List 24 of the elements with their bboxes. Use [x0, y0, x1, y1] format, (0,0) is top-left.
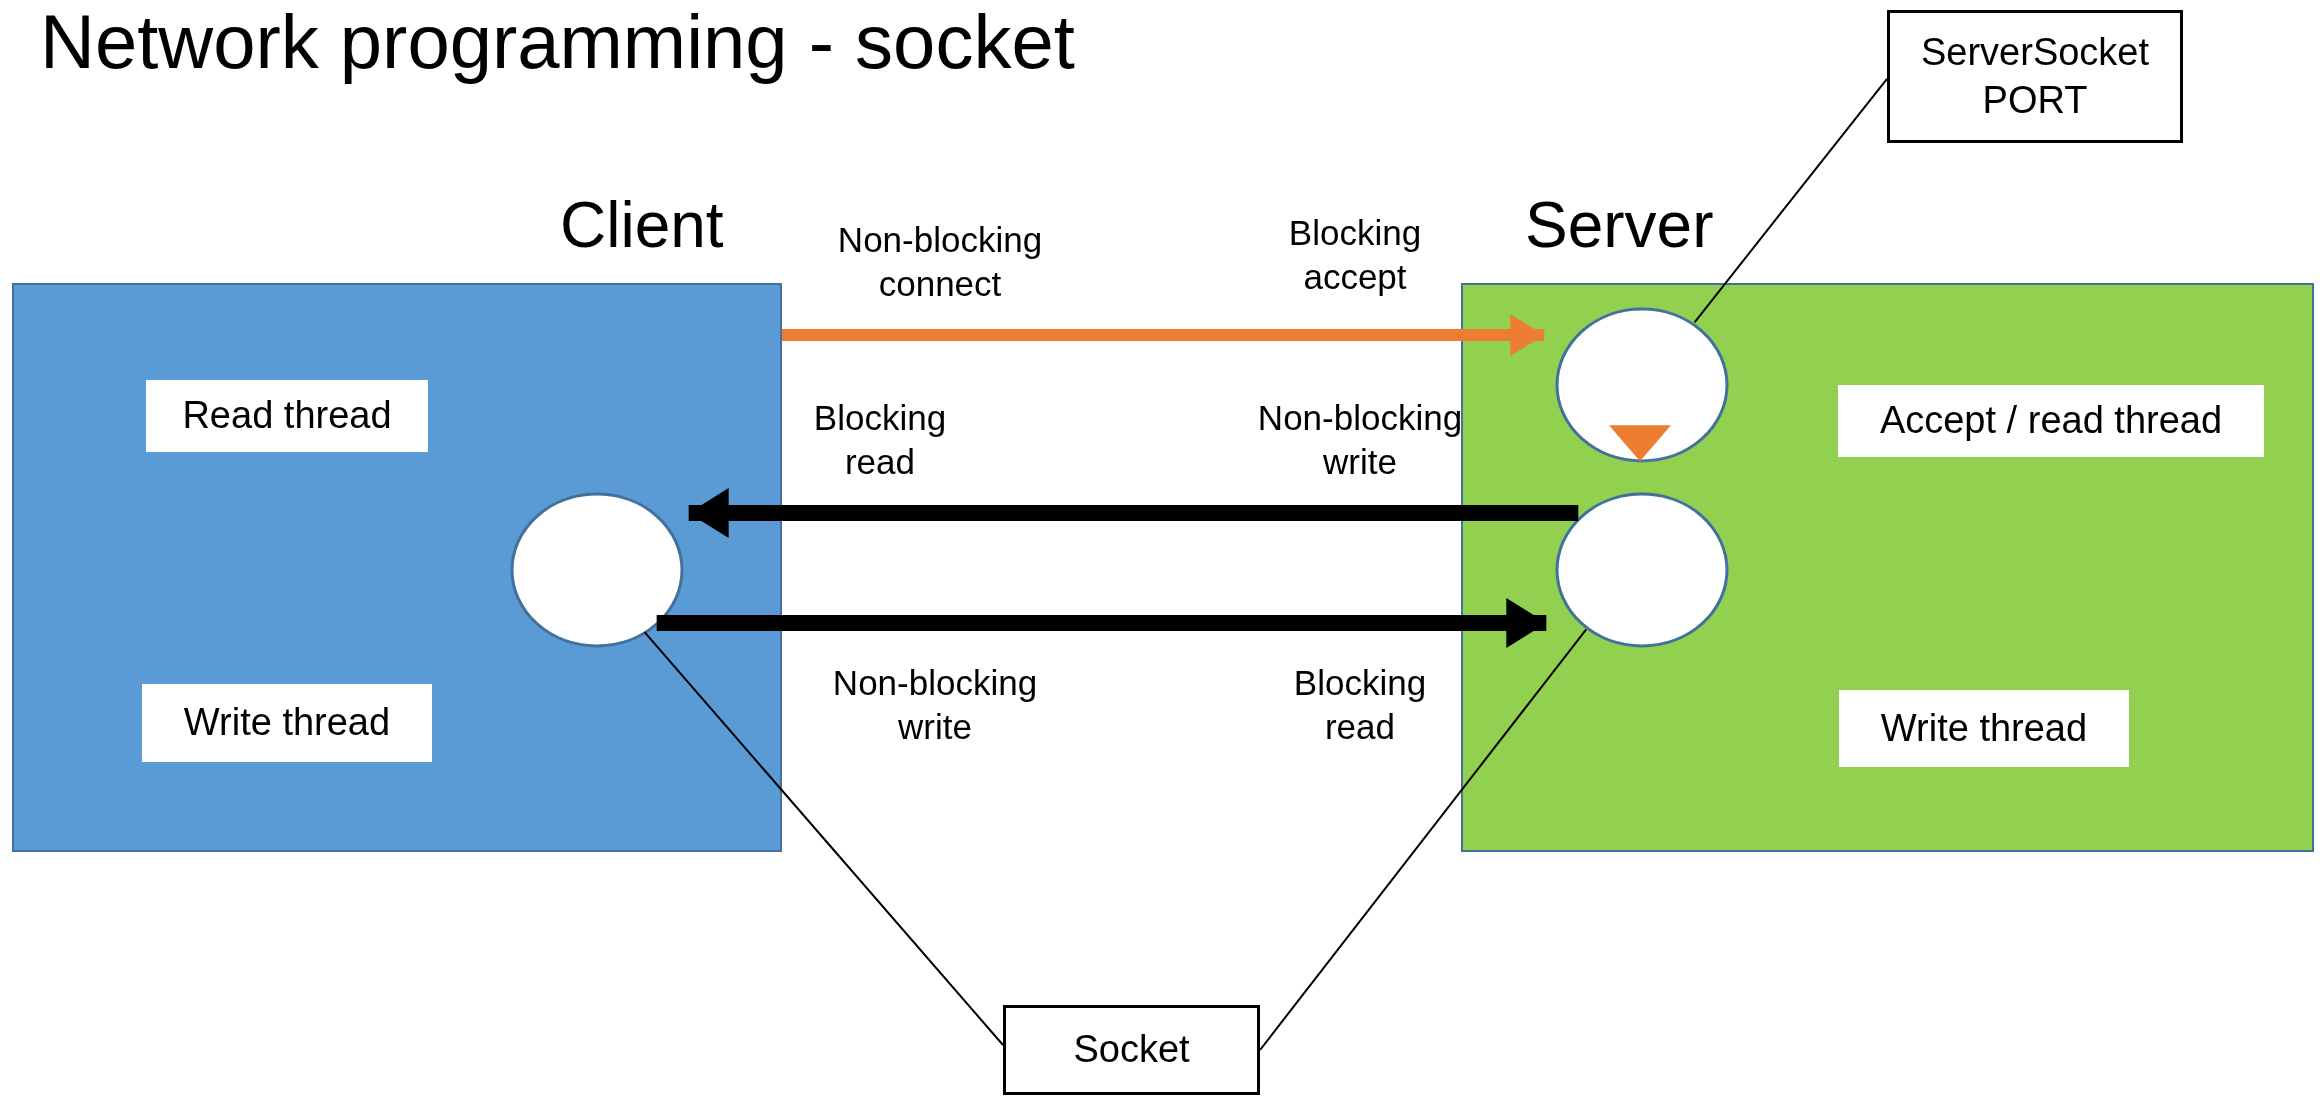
socket-circle: [1555, 307, 1729, 463]
annotation-text: Blocking read: [812, 397, 948, 483]
annotation-text: Non-blocking write: [831, 662, 1039, 748]
callout-box: ServerSocket PORT: [1887, 10, 2183, 143]
thread-box: Write thread: [1839, 690, 2129, 767]
leader-line: [1693, 77, 1888, 324]
socket-circle: [510, 492, 684, 648]
arrow: [1609, 425, 1671, 462]
annotation-text: Non-blocking connect: [836, 219, 1044, 305]
socket-circle: [1555, 492, 1729, 648]
thread-box: Read thread: [146, 380, 428, 452]
panel-heading: Server: [1525, 193, 1714, 257]
thread-box: Accept / read thread: [1838, 385, 2264, 457]
panel-heading: Client: [560, 193, 724, 257]
annotation-text: Non-blocking write: [1256, 397, 1464, 483]
arrow: [782, 314, 1545, 356]
arrow: [656, 598, 1547, 648]
annotation-text: Blocking accept: [1287, 212, 1423, 298]
annotation-text: Blocking read: [1292, 662, 1428, 748]
leader-line: [643, 631, 1004, 1046]
callout-box: Socket: [1003, 1005, 1260, 1095]
thread-box: Write thread: [142, 684, 432, 762]
leader-line: [1259, 628, 1588, 1051]
arrow: [688, 488, 1579, 538]
